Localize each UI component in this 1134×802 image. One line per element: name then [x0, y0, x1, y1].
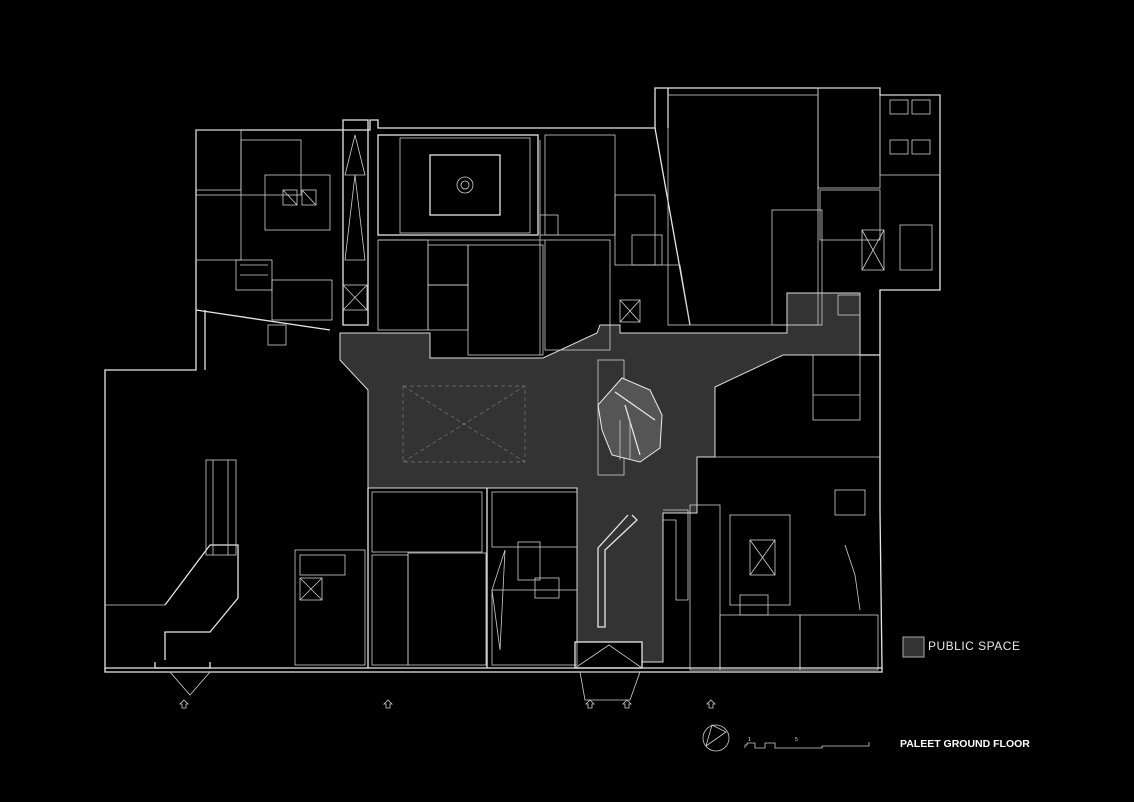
central-stair-sculpture — [597, 359, 663, 476]
legend-swatch-public-space — [902, 636, 925, 658]
room-lines — [105, 87, 941, 701]
scale-bar — [744, 742, 870, 749]
scale-label-1: 1 — [748, 737, 751, 743]
entrance-arrow-icon — [179, 699, 716, 709]
plan-title: PALEET GROUND FLOOR — [900, 738, 1030, 750]
north-arrow-icon — [702, 724, 730, 752]
legend-label: PUBLIC SPACE — [928, 639, 1021, 653]
scale-label-5: 5 — [795, 737, 798, 743]
public-space-area — [339, 292, 861, 663]
